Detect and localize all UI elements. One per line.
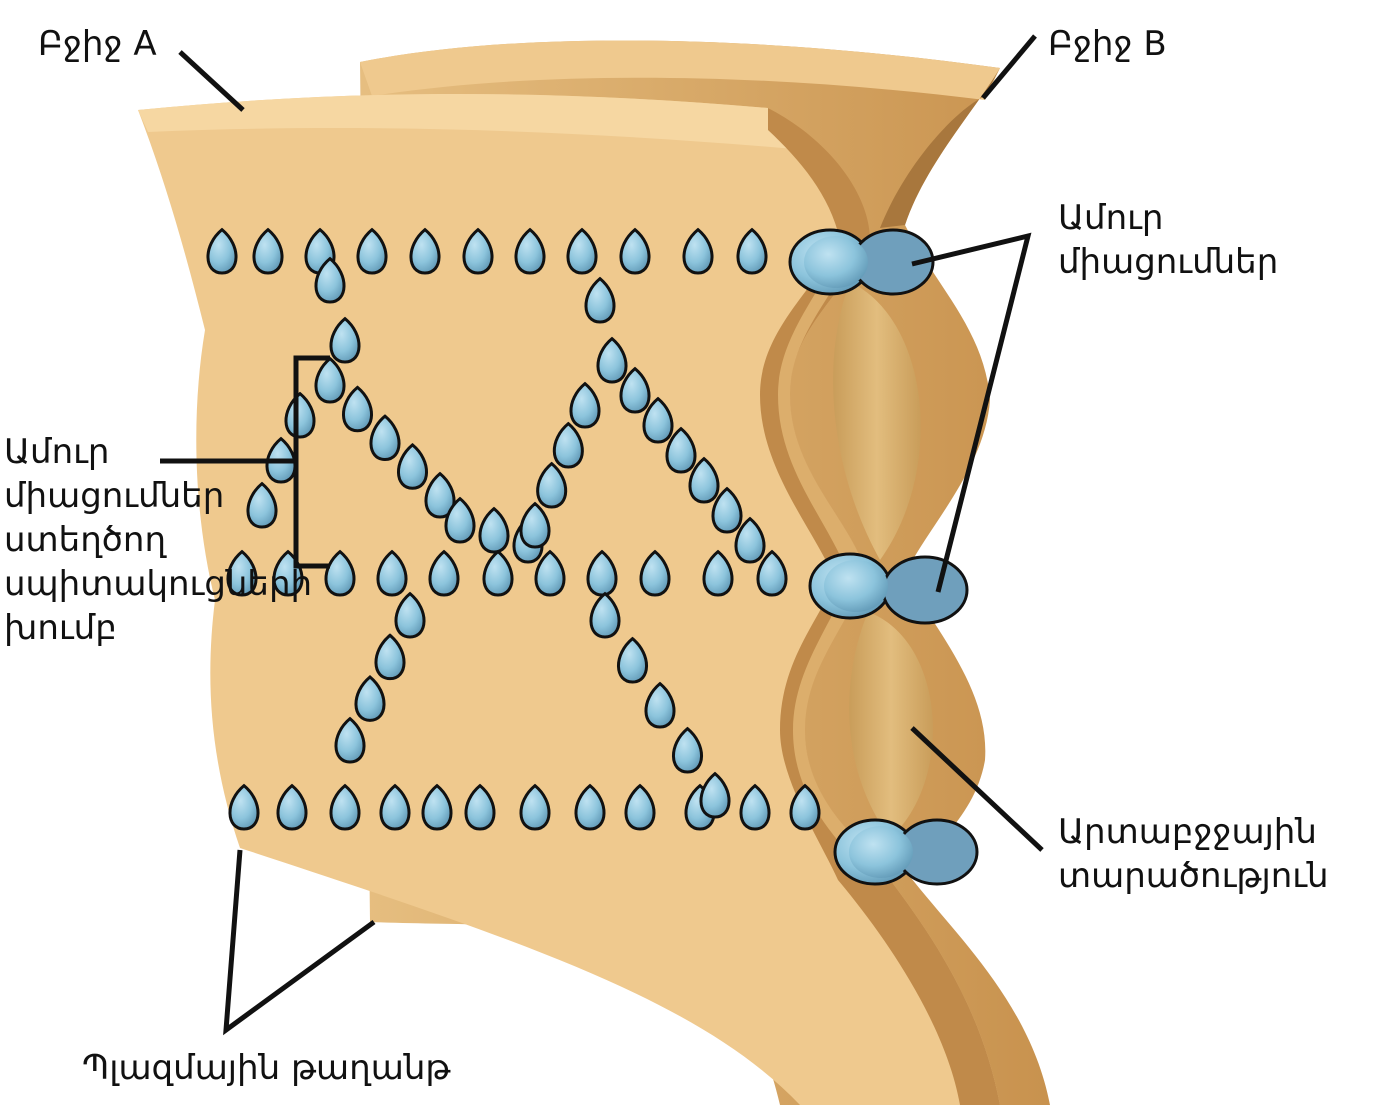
protein-particle [246,481,278,529]
junction-proteins [206,227,821,831]
label-protein-group: Ամուր միացումներ ստեղծող սպիտակուցների խ… [4,430,312,650]
protein-particle [342,385,373,433]
protein-particle [334,716,366,764]
protein-particle [482,549,514,597]
protein-particle [574,783,606,831]
protein-particle [699,771,731,819]
leader-tight-junctions [911,232,1032,593]
protein-particle [596,336,628,384]
protein-particle [314,356,346,404]
protein-particle [665,426,697,474]
tight-junction-middle [808,552,969,625]
leader-cell-b [981,34,1037,100]
protein-particle [617,636,648,684]
protein-particle [519,783,551,831]
leader-plasma-membrane [223,849,376,1036]
protein-particle [688,456,720,504]
label-protein-group-line-5: խումբ [4,608,117,648]
protein-particle [228,783,260,831]
protein-particle [789,783,821,831]
protein-particle [464,783,496,831]
protein-particle [462,227,494,275]
protein-particle [734,516,766,564]
protein-particle [702,549,734,597]
protein-particle [226,549,258,597]
protein-particle [566,227,598,275]
protein-particle [736,227,768,275]
label-protein-group-line-2: միացումներ [4,476,225,516]
protein-particle [428,549,460,597]
protein-particle [589,591,621,639]
protein-particle [682,227,714,275]
protein-particle [739,783,771,831]
protein-particle [519,501,551,549]
protein-particle [397,442,428,490]
protein-particle [409,227,441,275]
protein-particle [444,496,476,544]
label-tight-junctions-line-2: միացումներ [1058,242,1279,282]
protein-particle [424,471,456,519]
extracellular-space-region [833,282,933,838]
protein-particle [206,227,238,275]
protein-particle [624,783,656,831]
leader-extracellular [910,726,1044,852]
protein-particle [756,549,788,597]
protein-particle [376,549,408,597]
protein-particle [314,256,346,304]
protein-particle [394,591,426,639]
protein-particle [642,396,674,444]
protein-particle [329,316,361,364]
protein-particle [284,391,316,439]
protein-particle [374,633,406,681]
protein-particle [552,421,584,469]
label-plasma-membrane: Պլազմային թաղանթ [82,1048,451,1088]
label-protein-group-line-4: սպիտակուցների [4,564,313,604]
tight-junction-top [788,228,935,296]
tight-junction-bottom [833,818,979,886]
protein-particle [276,783,308,831]
protein-particle [354,675,386,722]
protein-particle [379,783,411,831]
label-tight-junctions: Ամուր միացումներ [1058,196,1278,284]
protein-particle [421,783,453,831]
leader-cell-a [178,50,245,112]
protein-particle [619,366,651,414]
label-cell-b: Բջիջ B [1048,24,1167,64]
label-tight-junctions-line-1: Ամուր [1058,198,1164,238]
label-protein-group-line-3: ստեղծող [4,520,167,560]
protein-particle [711,486,743,534]
protein-particle [514,227,546,275]
label-extracellular-space: Արտաբջջային տարածություն [1058,810,1329,898]
label-extracellular-line-1: Արտաբջջային [1058,812,1317,852]
protein-particle [534,549,566,597]
protein-particle [569,381,601,429]
protein-particle [252,227,284,275]
protein-particle [536,461,568,509]
protein-particle [329,783,361,831]
protein-particle [672,726,703,774]
protein-particle [619,227,651,275]
protein-particle [356,227,388,275]
protein-particle [478,506,510,554]
label-protein-group-line-1: Ամուր [4,432,110,472]
protein-particle [369,414,401,462]
label-extracellular-line-2: տարածություն [1058,856,1329,896]
label-cell-a: Բջիջ A [38,24,157,64]
protein-particle [584,276,616,324]
protein-particle [644,681,676,729]
protein-particle [639,549,671,597]
